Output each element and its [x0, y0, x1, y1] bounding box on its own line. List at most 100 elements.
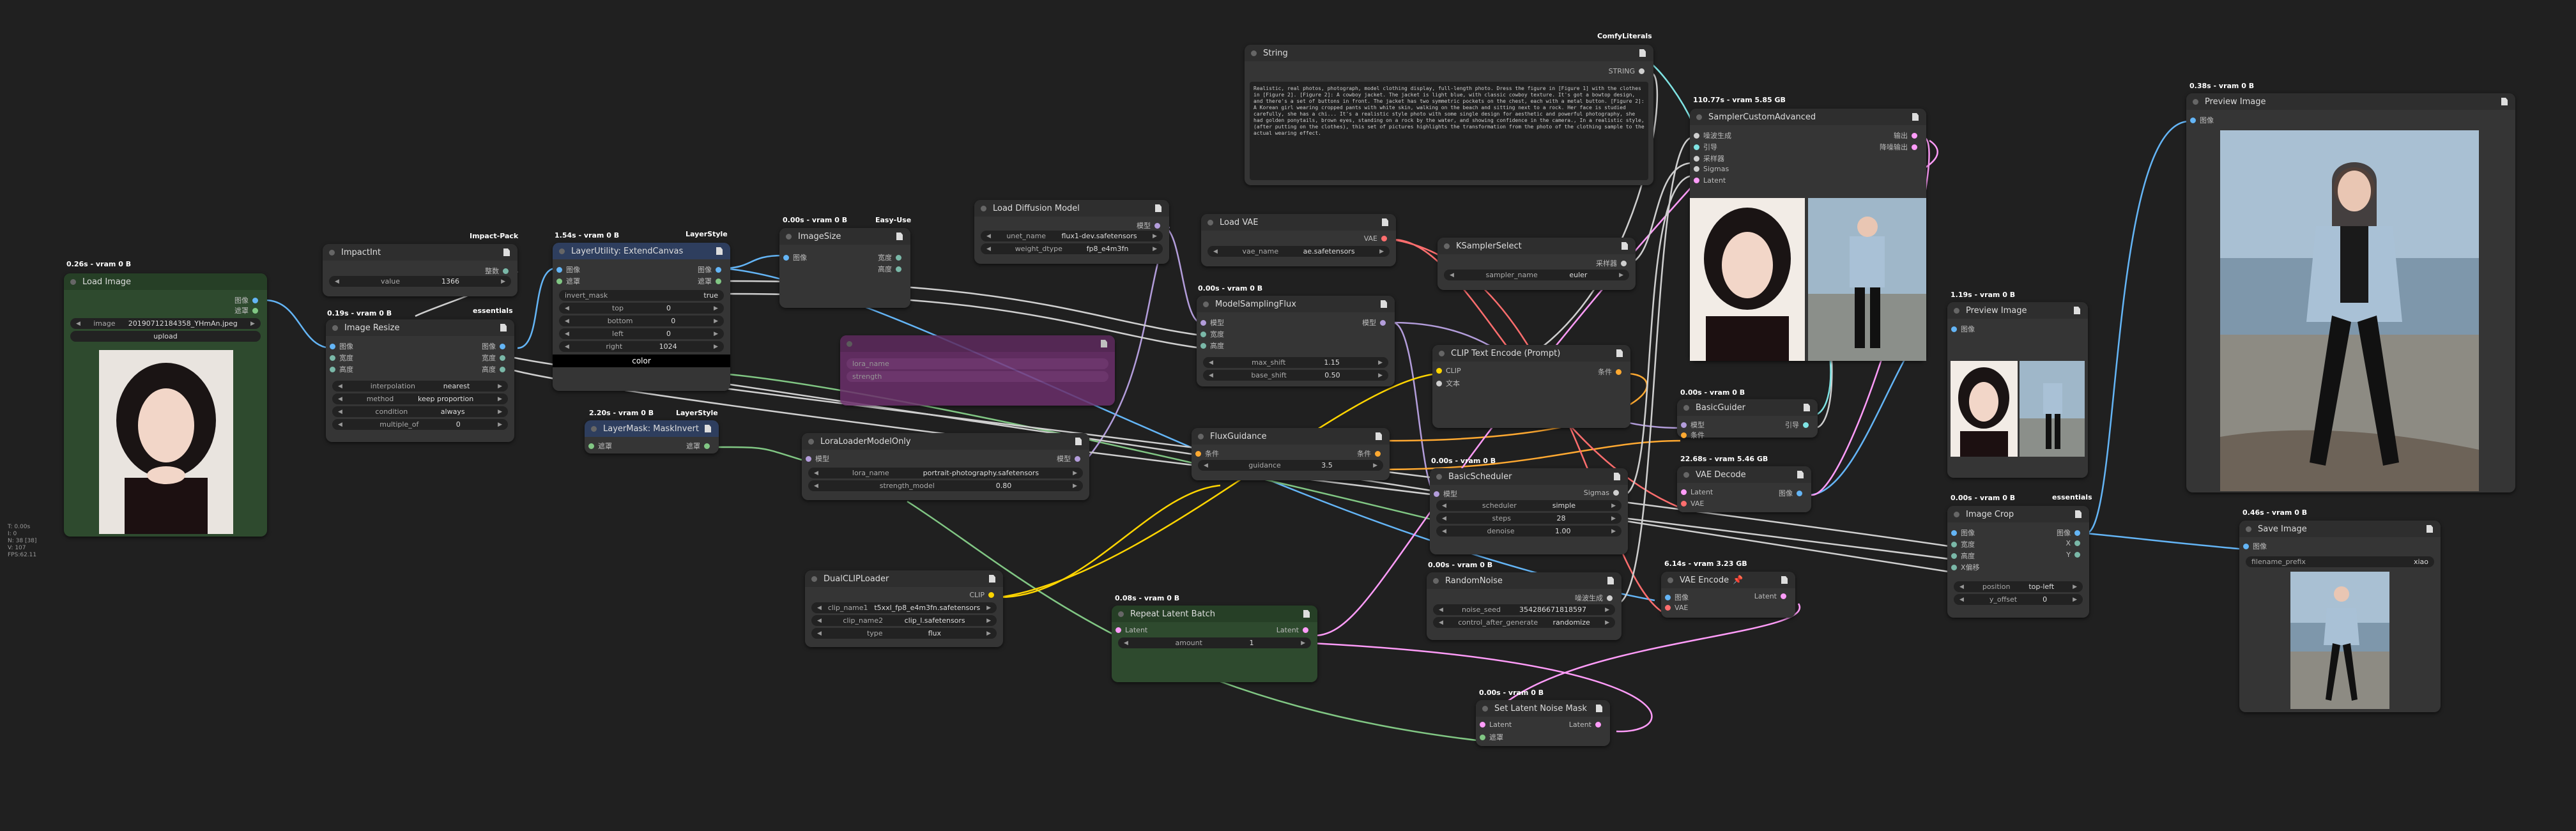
- collapse-dot-icon[interactable]: [559, 248, 565, 254]
- node-header[interactable]: Preview Image: [2186, 93, 2515, 110]
- doc-icon[interactable]: [1912, 113, 1919, 121]
- input-slot-clip[interactable]: CLIP: [1432, 367, 1461, 375]
- arrow-left-icon[interactable]: ◀: [76, 320, 80, 327]
- input-slot-mask[interactable]: 遮罩: [1476, 732, 1503, 742]
- node-header[interactable]: Preview Image: [1947, 302, 2088, 319]
- slot-dot-icon[interactable]: [252, 307, 258, 314]
- slot-dot-icon[interactable]: [783, 254, 789, 261]
- node-model-sampling-flux[interactable]: ModelSamplingFlux 模型 宽度 高度 模型 ◀max_shift…: [1197, 296, 1395, 386]
- slot-dot-icon[interactable]: [1639, 68, 1644, 74]
- slot-dot-icon[interactable]: [1607, 595, 1613, 601]
- input-slot-model[interactable]: 模型: [1677, 420, 1705, 430]
- slot-dot-icon[interactable]: [556, 266, 562, 273]
- input-slot-latent[interactable]: Latent: [1476, 720, 1512, 729]
- slot-dot-icon[interactable]: [988, 592, 994, 598]
- output-slot-image[interactable]: 图像: [234, 295, 262, 305]
- slot-dot-icon[interactable]: [1912, 132, 1917, 139]
- doc-icon[interactable]: [1101, 340, 1107, 347]
- slot-dot-icon[interactable]: [1694, 166, 1699, 172]
- slot-dot-icon[interactable]: [500, 355, 505, 361]
- node-header[interactable]: Load VAE: [1201, 214, 1396, 231]
- doc-icon[interactable]: [500, 324, 507, 332]
- slot-dot-icon[interactable]: [1480, 722, 1485, 728]
- node-preview-image-large[interactable]: Preview Image 图像: [2186, 93, 2515, 492]
- slot-dot-icon[interactable]: [1951, 553, 1957, 559]
- input-slot-model[interactable]: 模型: [1430, 489, 1457, 499]
- output-slot-int[interactable]: 整数: [485, 266, 512, 276]
- input-slot-sigmas[interactable]: Sigmas: [1690, 165, 1729, 173]
- output-slot-conditioning[interactable]: 条件: [1357, 448, 1384, 459]
- input-slot-latent[interactable]: Latent: [1677, 488, 1713, 496]
- output-slot-conditioning[interactable]: 条件: [1598, 367, 1625, 377]
- input-slot-text[interactable]: 文本: [1432, 378, 1460, 388]
- slot-dot-icon[interactable]: [1781, 593, 1786, 599]
- output-slot-latent[interactable]: Latent: [1276, 626, 1312, 634]
- slot-dot-icon[interactable]: [1303, 627, 1308, 633]
- doc-icon[interactable]: [1781, 576, 1788, 584]
- doc-icon[interactable]: [1616, 349, 1623, 357]
- node-header[interactable]: CLIP Text Encode (Prompt): [1432, 345, 1630, 362]
- slot-dot-icon[interactable]: [2074, 540, 2080, 546]
- node-imagesize[interactable]: ImageSize 图像 宽度 高度: [779, 228, 910, 308]
- pin-icon[interactable]: 📌: [1733, 575, 1744, 585]
- output-slot-model[interactable]: 模型: [1137, 220, 1164, 231]
- upload-button[interactable]: upload: [70, 331, 261, 342]
- slot-dot-icon[interactable]: [1075, 455, 1080, 462]
- collapse-dot-icon[interactable]: [591, 425, 597, 432]
- slot-dot-icon[interactable]: [704, 443, 710, 449]
- doc-icon[interactable]: [1607, 577, 1614, 584]
- collapse-dot-icon[interactable]: [2246, 526, 2251, 532]
- doc-icon[interactable]: [705, 425, 711, 432]
- slot-dot-icon[interactable]: [1681, 501, 1687, 507]
- doc-icon[interactable]: [1303, 610, 1310, 618]
- input-slot-model[interactable]: 模型: [802, 454, 829, 464]
- input-slot-image[interactable]: 图像: [2186, 115, 2214, 125]
- slot-dot-icon[interactable]: [1154, 222, 1160, 229]
- node-header[interactable]: Load Image: [64, 273, 267, 290]
- output-slot-sampler[interactable]: 采样器: [1596, 258, 1630, 268]
- slot-dot-icon[interactable]: [1681, 422, 1687, 428]
- slot-dot-icon[interactable]: [1200, 342, 1206, 349]
- collapse-dot-icon[interactable]: [786, 233, 792, 240]
- input-slot-latent[interactable]: Latent: [1690, 176, 1726, 185]
- input-slot-vae[interactable]: VAE: [1661, 604, 1688, 612]
- slot-dot-icon[interactable]: [1694, 178, 1699, 183]
- slot-dot-icon[interactable]: [1380, 319, 1386, 326]
- strength-widget[interactable]: strength: [847, 371, 1108, 382]
- slot-dot-icon[interactable]: [1694, 155, 1699, 162]
- input-slot-image[interactable]: 图像: [1661, 592, 1689, 602]
- collapse-dot-icon[interactable]: [1439, 350, 1445, 356]
- slot-dot-icon[interactable]: [1951, 530, 1957, 536]
- output-slot-latent[interactable]: Latent: [1569, 720, 1605, 729]
- node-header[interactable]: ModelSamplingFlux: [1197, 296, 1395, 312]
- slot-dot-icon[interactable]: [1616, 369, 1621, 375]
- output-slot-mask[interactable]: 遮罩: [698, 276, 725, 286]
- slot-dot-icon[interactable]: [330, 366, 335, 372]
- input-slot-noise[interactable]: 噪波生成: [1690, 130, 1731, 141]
- slot-dot-icon[interactable]: [500, 343, 505, 349]
- node-image-resize[interactable]: Image Resize 图像 宽度 高度 图像 宽度 高度 ◀interpol…: [326, 319, 514, 442]
- slot-dot-icon[interactable]: [1681, 432, 1687, 438]
- doc-icon[interactable]: [1639, 49, 1646, 57]
- output-slot-string[interactable]: STRING: [1609, 67, 1648, 75]
- lora-name-combo[interactable]: lora_name: [847, 358, 1108, 369]
- node-header[interactable]: [840, 335, 1115, 352]
- node-header[interactable]: VAE Encode📌: [1661, 572, 1795, 588]
- slot-dot-icon[interactable]: [1621, 260, 1627, 266]
- doc-icon[interactable]: [1614, 473, 1620, 480]
- output-slot-model[interactable]: 模型: [1057, 454, 1084, 464]
- collapse-dot-icon[interactable]: [2193, 98, 2198, 105]
